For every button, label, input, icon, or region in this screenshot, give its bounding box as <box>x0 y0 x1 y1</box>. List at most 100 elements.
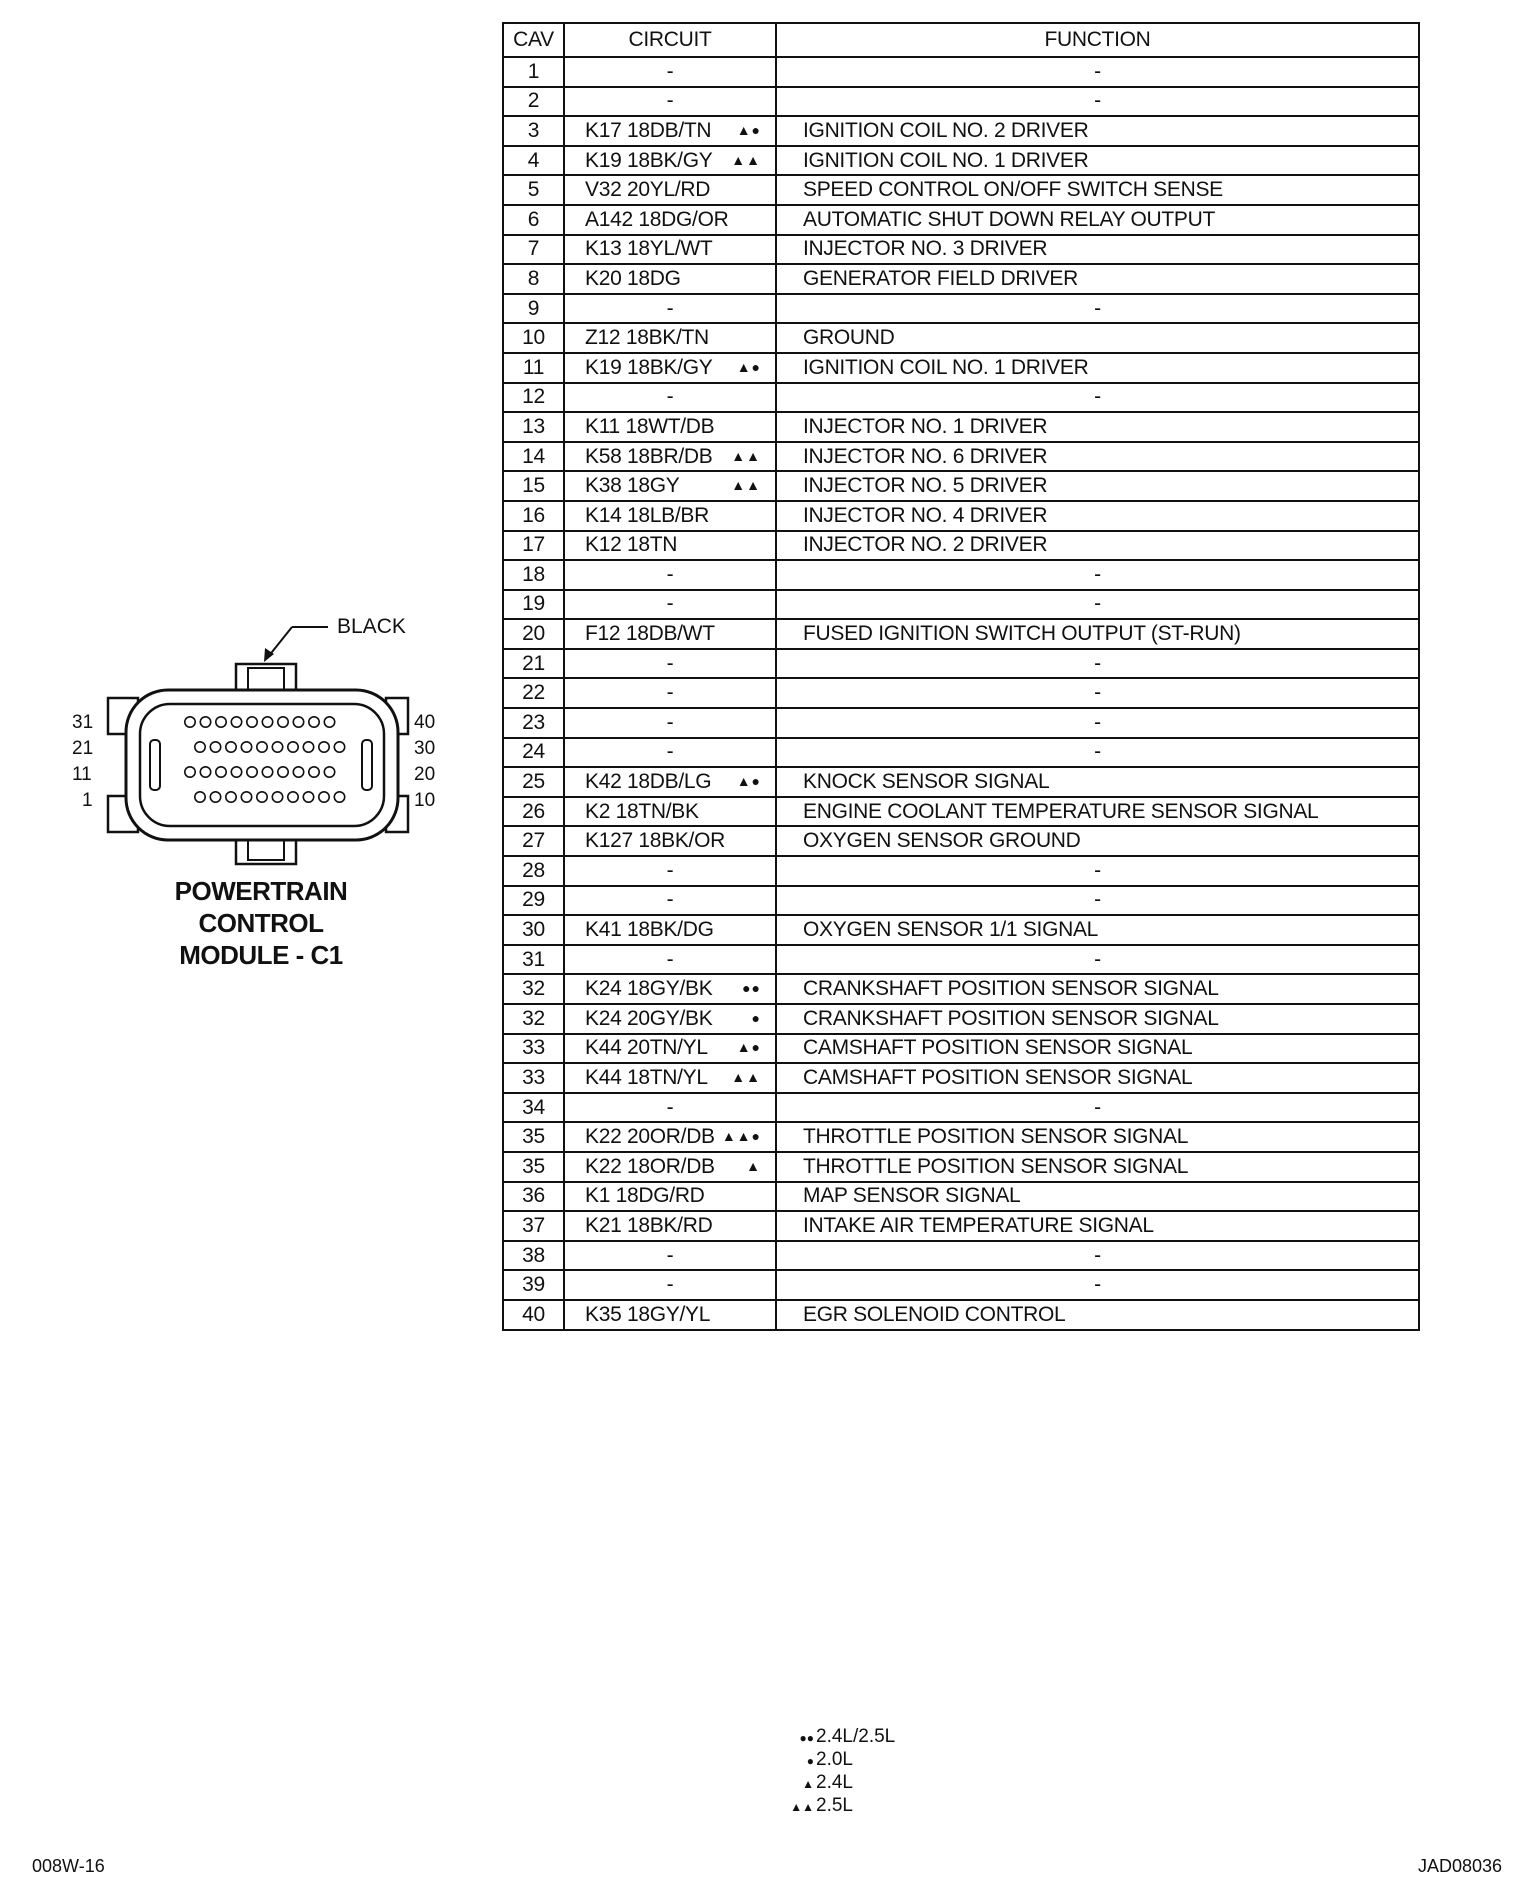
connector-drawing: BLACK 31 21 11 1 40 30 20 1 <box>72 615 435 866</box>
pin-number-left: 31 <box>72 712 93 733</box>
pin-number-right: 40 <box>414 712 435 733</box>
table-row: 34-- <box>502 1091 1420 1124</box>
pin-cavity <box>271 741 284 754</box>
circuit-text: K21 18BK/RD <box>585 1213 713 1237</box>
cav-cell: 9 <box>502 292 565 325</box>
circuit-cell: K19 18BK/GY▲● <box>563 351 777 384</box>
cav-cell: 31 <box>502 943 565 976</box>
cav-cell: 11 <box>502 351 565 384</box>
circuit-cell: K21 18BK/RD <box>563 1210 777 1242</box>
circuit-cell: K22 18OR/DB▲ <box>563 1150 777 1183</box>
circuit-text: K19 18BK/GY <box>585 355 713 379</box>
circuit-cell: - <box>563 884 777 917</box>
cav-cell: 27 <box>502 825 565 858</box>
cav-cell: 35 <box>502 1121 565 1153</box>
circuit-cell: K13 18YL/WT <box>563 233 777 266</box>
cav-cell: 24 <box>502 736 565 769</box>
circuit-text: - <box>666 592 674 616</box>
pin-cavity <box>261 766 274 779</box>
function-cell: - <box>775 1091 1420 1124</box>
table-row: 1-- <box>502 56 1420 88</box>
legend-symbol: ▲▲ <box>790 1800 814 1814</box>
legend-item: ● 2.0L <box>780 1749 920 1772</box>
circuit-cell: K58 18BR/DB▲▲ <box>563 440 777 473</box>
cav-cell: 12 <box>502 381 565 414</box>
pin-cavity <box>292 766 305 779</box>
pin-cavity <box>308 766 321 779</box>
circuit-text: A142 18DG/OR <box>585 207 729 231</box>
pin-number-left: 21 <box>72 738 93 759</box>
circuit-cell: - <box>563 677 777 710</box>
header-circuit: CIRCUIT <box>563 22 777 58</box>
pin-cavity <box>261 716 274 729</box>
function-cell: MAP SENSOR SIGNAL <box>775 1180 1420 1213</box>
pin-cavity <box>225 741 238 754</box>
cav-cell: 38 <box>502 1239 565 1272</box>
function-cell: - <box>775 943 1420 976</box>
pin-cavity <box>277 716 290 729</box>
cav-cell: 17 <box>502 529 565 562</box>
circuit-cell: K20 18DG <box>563 263 777 295</box>
pin-cavity <box>277 766 290 779</box>
function-cell: INJECTOR NO. 5 DRIVER <box>775 470 1420 502</box>
cav-cell: 5 <box>502 174 565 206</box>
cav-cell: 23 <box>502 707 565 739</box>
circuit-cell: K38 18GY▲▲ <box>563 470 777 502</box>
circuit-cell: K2 18TN/BK <box>563 795 777 828</box>
function-cell: - <box>775 855 1420 887</box>
legend-text: 2.4L/2.5L <box>816 1726 896 1747</box>
pin-cavity <box>302 791 315 804</box>
pin-number-right: 30 <box>414 738 435 759</box>
cav-cell: 35 <box>502 1150 565 1183</box>
circuit-text: K22 18OR/DB <box>585 1154 715 1178</box>
pin-cavity <box>323 766 336 779</box>
pin-cavity <box>194 791 207 804</box>
circuit-text: - <box>666 681 674 705</box>
pin-cavity <box>333 741 346 754</box>
function-cell: IGNITION COIL NO. 2 DRIVER <box>775 115 1420 147</box>
connector-title-line: MODULE - C1 <box>179 940 343 970</box>
function-cell: THROTTLE POSITION SENSOR SIGNAL <box>775 1150 1420 1183</box>
connector-title-line: CONTROL <box>198 908 324 938</box>
cav-cell: 7 <box>502 233 565 266</box>
legend-text: 2.0L <box>816 1749 853 1770</box>
cav-cell: 4 <box>502 144 565 177</box>
pin-number-left: 11 <box>72 764 92 785</box>
circuit-text: - <box>666 651 674 675</box>
function-cell: - <box>775 707 1420 739</box>
pin-cavity <box>194 741 207 754</box>
cav-cell: 10 <box>502 322 565 354</box>
legend-symbol: ●● <box>799 1731 815 1745</box>
function-cell: INJECTOR NO. 4 DRIVER <box>775 499 1420 532</box>
pin-cavity <box>184 716 197 729</box>
connector-body <box>124 688 400 842</box>
circuit-cell: K17 18DB/TN▲● <box>563 115 777 147</box>
engine-marker: ▲● <box>736 1039 761 1056</box>
connector-color-label: BLACK <box>337 615 406 638</box>
function-cell: INJECTOR NO. 3 DRIVER <box>775 233 1420 266</box>
circuit-cell: - <box>563 943 777 976</box>
circuit-cell: K22 20OR/DB▲▲● <box>563 1121 777 1153</box>
engine-marker: ▲▲ <box>731 151 761 168</box>
cav-cell: 37 <box>502 1210 565 1242</box>
circuit-cell: K41 18BK/DG <box>563 914 777 946</box>
table-row: 18-- <box>502 559 1420 591</box>
left-rib <box>149 739 161 791</box>
circuit-cell: V32 20YL/RD <box>563 174 777 206</box>
circuit-text: Z12 18BK/TN <box>585 326 709 350</box>
function-cell: CRANKSHAFT POSITION SENSOR SIGNAL <box>775 973 1420 1005</box>
legend-text: 2.5L <box>816 1795 853 1816</box>
function-cell: - <box>775 56 1420 88</box>
cav-cell: 16 <box>502 499 565 532</box>
